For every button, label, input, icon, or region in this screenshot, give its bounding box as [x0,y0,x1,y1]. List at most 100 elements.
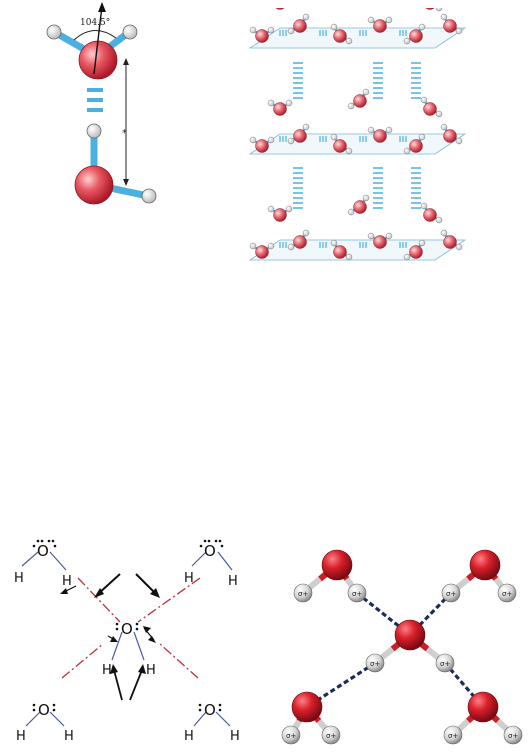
partial-charge-label: σ+ [370,660,380,668]
hydrogen-atom [418,23,426,31]
hydrogen-label: H [16,729,26,744]
hydrogen-atom [443,725,463,745]
hydrogen-atom [46,24,62,40]
partial-charge-label: σ+ [352,590,362,598]
covalent-bond [217,551,233,571]
hydrogen-atom [362,194,370,202]
hydrogen-atom [367,16,375,24]
bond-angle-label: 104.5° [80,18,110,28]
oxygen-atom [273,102,287,116]
partial-charge-label: σ+ [298,590,308,598]
oxygen-atom [273,0,287,10]
hydrogen-label: H [146,663,156,678]
hydrogen-atom [420,202,428,210]
dipole-arrowhead [98,2,106,12]
hydrogen-atom [418,133,426,141]
oxygen-atom [394,619,426,651]
oxygen-atom [333,29,347,43]
oxygen-atom [409,29,423,43]
oxygen-atom [273,208,287,222]
oxygen-atom [373,235,387,249]
hydrogen-atom [285,99,293,107]
covalent-bond [191,551,207,567]
covalent-bond [49,551,67,571]
hydrogen-atom [249,136,257,144]
oxygen-label: O [121,620,133,638]
oxygen-atom [293,129,307,143]
hydrogen-atom [302,13,310,21]
oxygen-atom [409,245,423,259]
hydrogen-atom [293,583,313,603]
hydrogen-atom [362,88,370,96]
hydrogen-label: H [184,571,194,586]
electron-arrows [60,573,160,701]
ball-stick-hbond-panel: σ+σ+σ+σ+σ+σ+σ+σ+σ+σ+ [275,535,530,750]
partial-charge-label: σ+ [286,732,296,740]
oxygen-label: O [204,701,216,719]
hydrogen-label: H [228,574,238,589]
lattice-plane [248,27,467,49]
oxygen-atom [353,94,367,108]
hydrogen-atom [285,205,293,213]
hydrogen-atom [420,96,428,104]
oxygen-atom [293,19,307,33]
oxygen-atom [423,0,437,10]
hydrogen-bond-line [61,643,104,679]
covalent-bond [215,711,231,727]
hydrogen-bond-dash [87,108,103,112]
hydrogen-atom [330,239,338,247]
hydrogen-atom [302,123,310,131]
hydrogen-atom [141,188,157,204]
oxygen-atom [443,129,457,143]
hydrogen-bond-dash [87,98,103,102]
hydrogen-atom [385,232,393,240]
covalent-bond [133,631,145,661]
hydrogen-atom [441,583,461,603]
oxygen-atom [255,29,269,43]
oxygen-atom [255,245,269,259]
length-marker: * [122,128,127,139]
water-dimer-diagram: 104.5° * [46,2,157,205]
lewis-hbond-diagram: O H H O H H O H H O H H O H H [14,539,240,744]
hydrogen-atom [403,147,411,155]
oxygen-atom [409,139,423,153]
hydrogen-bond-line [159,643,199,679]
oxygen-atom [423,102,437,116]
hydrogen-bond-line [137,577,201,623]
hydrogen-atom [281,725,301,745]
hydrogen-bond-line [77,577,121,623]
hydrogen-atom [440,123,448,131]
partial-charge-label: σ+ [326,732,336,740]
dipole-arrow [93,5,103,75]
hydrogen-atom [418,239,426,247]
hydrogen-atom [455,137,463,145]
oxygen-atom [74,165,114,205]
oxygen-atom [373,129,387,143]
hydrogen-label: H [14,571,24,586]
oxygen-label: O [204,542,216,560]
covalent-bond [49,711,65,727]
oxygen-atom [469,549,501,581]
lattice-plane [248,133,467,155]
oxygen-atom [291,691,323,723]
bond-angle-arc [73,30,117,41]
hydrogen-atom [267,136,275,144]
hydrogen-atom [302,229,310,237]
hydrogen-atom [86,123,102,139]
oxygen-atom [443,19,457,33]
hydrogen-atom [122,24,138,40]
oxygen-atom [423,208,437,222]
hydrogen-atom [365,653,385,673]
hydrogen-atom [403,253,411,261]
hydrogen-atom [267,99,275,107]
hydrogen-atom [385,16,393,24]
hydrogen-atom [345,147,353,155]
hydrogen-atom [347,583,367,603]
hydrogen-atom [321,725,341,745]
oxygen-atom [321,549,353,581]
hydrogen-atom [385,126,393,134]
partial-charge-label: σ+ [502,590,512,598]
oxygen-label: O [38,701,50,719]
hydrogen-atom [435,4,443,12]
hydrogen-label: H [62,574,72,589]
